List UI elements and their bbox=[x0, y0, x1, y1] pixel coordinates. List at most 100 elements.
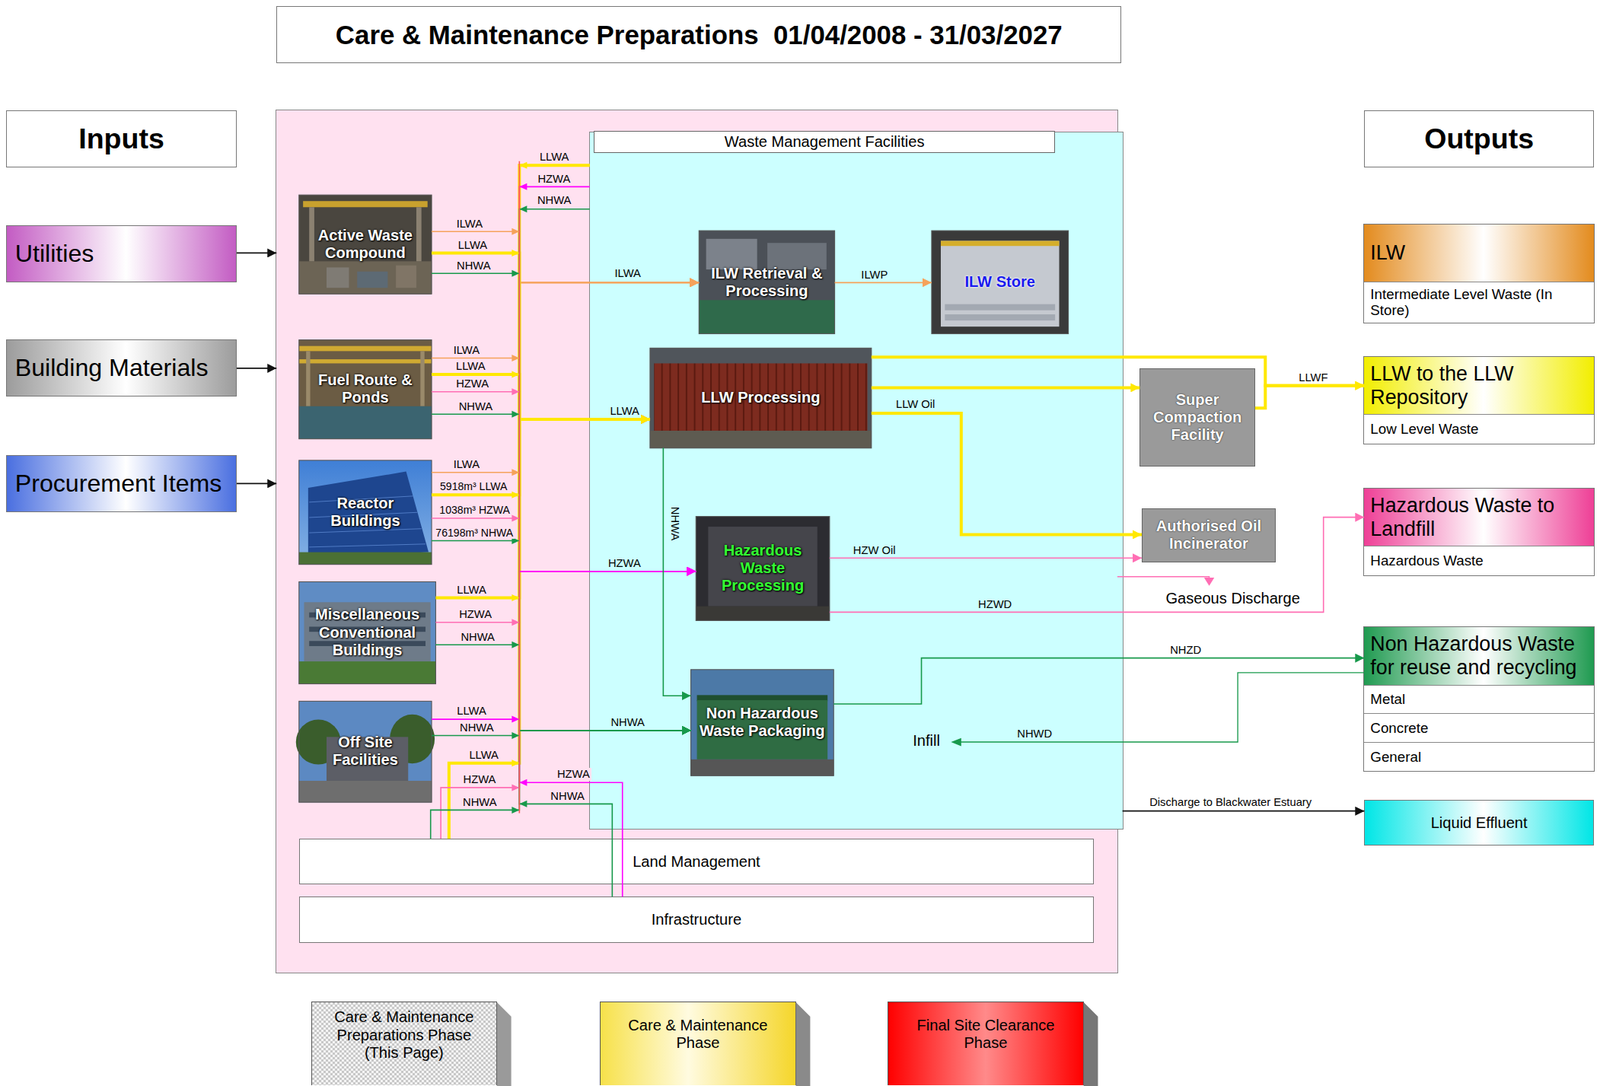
reactor-buildings-photo bbox=[299, 552, 432, 565]
ilw-retrieval-photo bbox=[698, 299, 835, 334]
phase-box-side bbox=[497, 1002, 1099, 1086]
edge-label-holder: HZWA bbox=[555, 767, 592, 781]
flow-arrow bbox=[440, 571, 696, 839]
bus-arrowhead bbox=[511, 411, 520, 418]
fuel-route-photo bbox=[299, 340, 432, 440]
edge-label: HZWD bbox=[976, 598, 1014, 611]
flow-arrow bbox=[431, 518, 696, 572]
facility-box: Hazardous Waste Processing bbox=[695, 516, 830, 621]
edge-label: HZW Oil bbox=[851, 544, 898, 557]
facility-box: Non Hazardous Waste Packaging bbox=[691, 669, 835, 775]
flow-arrow bbox=[431, 282, 699, 472]
phase-box-side bbox=[796, 1002, 811, 1086]
conventional-buildings-photo bbox=[303, 602, 431, 662]
edge-label-holder: LLWA bbox=[538, 149, 571, 164]
edge-label-holder: Discharge to Blackwater Estuary bbox=[1147, 795, 1314, 810]
edge-label: LLWF bbox=[1297, 371, 1330, 384]
node-text: Low Level Waste bbox=[1364, 414, 1594, 444]
flow-arrow bbox=[871, 356, 1365, 386]
hazardous-processing-photo bbox=[695, 516, 830, 622]
section-header: Inputs bbox=[6, 110, 237, 168]
bus-arrowhead bbox=[511, 370, 520, 378]
output-box: LLW to the LLW RepositoryLow Level Waste bbox=[1364, 356, 1594, 444]
edge-label: HZWA bbox=[454, 377, 491, 390]
off-site-photo bbox=[299, 701, 432, 803]
node-text: Final Site Clearance Phase bbox=[899, 1016, 1071, 1052]
fuel-route-photo bbox=[299, 359, 432, 364]
active-waste-photo bbox=[309, 207, 315, 262]
bus-arrowhead bbox=[511, 732, 520, 740]
bus-arrowhead bbox=[511, 468, 520, 476]
off-site-photo bbox=[299, 701, 432, 803]
edge-label-holder: 76198m³ NHWA bbox=[433, 525, 515, 540]
reactor-buildings-photo bbox=[299, 460, 432, 565]
ilw-store-photo bbox=[944, 304, 1055, 311]
node-text: Off Site Facilities bbox=[303, 733, 427, 769]
flow-arrow bbox=[519, 730, 691, 897]
region-box: Active Waste CompoundFuel Route & PondsR… bbox=[276, 110, 1118, 973]
flow-arrow bbox=[519, 209, 691, 731]
off-site-photo bbox=[326, 736, 408, 782]
reactor-buildings-photo bbox=[308, 471, 429, 558]
edge-label-holder: HZWA bbox=[462, 772, 498, 787]
node-text: Miscellaneous Conventional Buildings bbox=[303, 605, 431, 659]
edge-label: LLW Oil bbox=[894, 398, 937, 411]
node-text: Fuel Route & Ponds bbox=[303, 371, 427, 407]
node-text: Authorised Oil Incinerator bbox=[1145, 517, 1272, 553]
flow-arrow bbox=[431, 252, 651, 420]
gaseous-discharge-arrow bbox=[1204, 577, 1215, 587]
fuel-route-photo bbox=[420, 350, 424, 406]
edge-label-holder: HZWA bbox=[535, 172, 572, 186]
free-label-holder: LLWA bbox=[608, 404, 641, 418]
edge-label: HZWA bbox=[535, 172, 572, 185]
edge-label-holder: HZWA bbox=[454, 376, 491, 391]
conventional-buildings-photo bbox=[299, 581, 437, 684]
input-box: Building Materials bbox=[6, 339, 237, 397]
title-box: Care & Maintenance Preparations 01/04/20… bbox=[276, 6, 1122, 64]
bus-arrowhead bbox=[511, 515, 520, 523]
flow-arrow bbox=[519, 186, 696, 571]
node-text: Hazardous Waste Processing bbox=[701, 541, 825, 595]
ilw-store-photo bbox=[931, 230, 1069, 334]
input-box: Procurement Items bbox=[6, 455, 237, 513]
bus-arrowhead bbox=[519, 183, 527, 191]
node-text: LLW Processing bbox=[655, 388, 867, 407]
edge-label: NHWA bbox=[455, 259, 492, 272]
node-text: ILW bbox=[1364, 224, 1594, 282]
edge-label: NHWA bbox=[548, 790, 586, 803]
bus-arrowhead bbox=[519, 162, 527, 169]
active-waste-photo bbox=[356, 271, 388, 288]
flow-arrow bbox=[435, 419, 651, 599]
free-label: ILWA bbox=[612, 267, 642, 280]
bus-arrowhead bbox=[511, 716, 520, 724]
edge-label: 1038m³ HZWA bbox=[437, 504, 511, 517]
bus-arrowhead bbox=[511, 249, 520, 257]
flow-arrow bbox=[435, 571, 696, 623]
off-site-photo bbox=[296, 701, 435, 803]
node-text: Care & Maintenance Phase bbox=[611, 1016, 784, 1052]
band-box: Land Management bbox=[299, 838, 1094, 885]
facility-box: Active Waste Compound bbox=[299, 194, 432, 294]
facility-box: Off Site Facilities bbox=[299, 701, 432, 803]
section-header: Outputs bbox=[1364, 110, 1594, 168]
ilw-retrieval-photo bbox=[767, 242, 827, 270]
bus-arrowhead bbox=[511, 270, 520, 278]
edge-label: HZWA bbox=[457, 608, 494, 621]
output-box: Non Hazardous Waste for reuse and recycl… bbox=[1364, 627, 1594, 772]
edge-label: Discharge to Blackwater Estuary bbox=[1147, 796, 1314, 809]
flow-arrow bbox=[871, 413, 1142, 536]
conventional-buildings-photo bbox=[309, 640, 426, 647]
edge-label-holder: LLW Oil bbox=[894, 397, 937, 412]
infill-arrow bbox=[950, 672, 1365, 747]
edge-label: NHWA bbox=[669, 505, 683, 542]
non-hazardous-packaging-photo bbox=[691, 669, 835, 776]
flow-arrow bbox=[662, 447, 691, 696]
non-hazardous-packaging-photo bbox=[691, 669, 835, 776]
bus-arrowhead bbox=[511, 228, 520, 236]
facility-box: Miscellaneous Conventional Buildings bbox=[299, 581, 437, 684]
hazardous-processing-photo bbox=[695, 516, 830, 622]
edge-label: 76198m³ NHWA bbox=[433, 527, 515, 539]
facility-box: Super Compaction Facility bbox=[1139, 368, 1255, 467]
edge-label: NHWA bbox=[458, 721, 495, 734]
